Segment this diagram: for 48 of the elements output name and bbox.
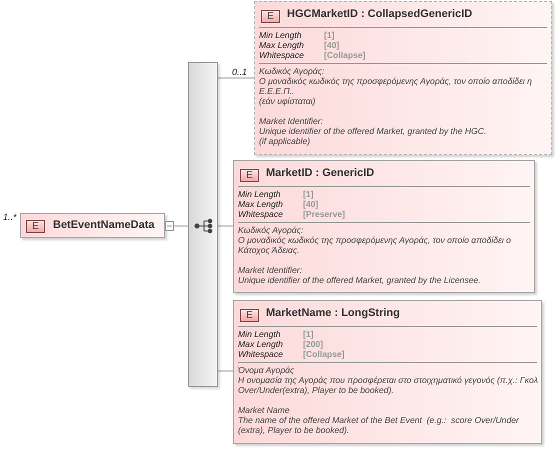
description-text: Ο μοναδικός κωδικός της προσφερόμενης Αγοράς, τον οποίο αποδίδει ο Κάτοχος Άδειας. <box>238 235 512 255</box>
facet-value: [1] <box>303 329 315 339</box>
description-text: Market Identifier: <box>238 265 303 275</box>
connector-line <box>218 370 234 372</box>
description-text: The name of the offered Market of the Bet Event (e.g.: score Over/Under (extra), Player to be booked). <box>238 415 520 435</box>
facet-value: [40] <box>324 40 340 50</box>
sequence-bar <box>188 62 218 387</box>
description-text: Market Name <box>238 405 291 415</box>
element-name: BetEventNameData <box>53 219 154 231</box>
element-card <box>233 300 542 444</box>
facet-value: [1] <box>303 189 315 199</box>
facet-value: [Collapse] <box>303 349 345 359</box>
facet-name: Max Length <box>238 339 284 349</box>
element-name: HGCMarketID : CollapsedGenericID <box>287 8 472 20</box>
multiplicity-label: 1..* <box>3 212 17 222</box>
facet-name: Max Length <box>259 40 305 50</box>
element-badge: E <box>240 169 259 182</box>
description-text: (if applicable) <box>259 136 312 146</box>
description-text: Market Identifier: <box>259 116 324 126</box>
element-badge: E <box>261 10 280 23</box>
facet-name: Whitespace <box>259 50 305 60</box>
description-text: (εάν υφίσταται) <box>259 96 316 106</box>
facet-name: Max Length <box>238 199 284 209</box>
facet-name: Min Length <box>238 329 282 339</box>
facet-value: [40] <box>303 199 320 209</box>
facet-value: [200] <box>303 339 324 349</box>
description-text: Unique identifier of the offered Market, granted by the HGC. <box>259 126 488 136</box>
facet-value: [Collapse] <box>324 50 366 60</box>
multiplicity-label: 0..1 <box>232 67 248 77</box>
description-text: Κωδικός Αγοράς: <box>259 66 326 76</box>
element-name: MarketName : LongString <box>266 307 400 319</box>
facet-value: [1] <box>324 30 336 40</box>
element-box <box>20 213 165 238</box>
facet-name: Whitespace <box>238 209 284 219</box>
facet-name: Whitespace <box>238 349 284 359</box>
element-badge: E <box>240 309 259 322</box>
description-text: Η ονομασία της Αγοράς που προσφέρεται στο στοιχηματικό γεγονός (π.χ.: Γκολ Over/Under(extra), Player to be booked). <box>238 375 538 395</box>
description-text: Όνομα Αγοράς <box>238 365 296 375</box>
element-name: MarketID : GenericID <box>266 167 374 179</box>
description-text: Κωδικός Αγοράς: <box>238 225 304 235</box>
facet-name: Min Length <box>259 30 303 40</box>
element-badge: E <box>26 220 45 233</box>
element-card <box>233 160 535 293</box>
description-text: Unique identifier of the offered Market, granted by the Licensee. <box>238 275 482 285</box>
description-text: Ο μοναδικός κωδικός της προσφερόμενης Αγοράς, τον οποίο αποδίδει η Ε.Ε.Ε.Π.. <box>259 76 533 96</box>
element-card <box>254 1 552 155</box>
facet-value: [Preserve] <box>303 209 346 219</box>
facet-name: Min Length <box>238 189 282 199</box>
